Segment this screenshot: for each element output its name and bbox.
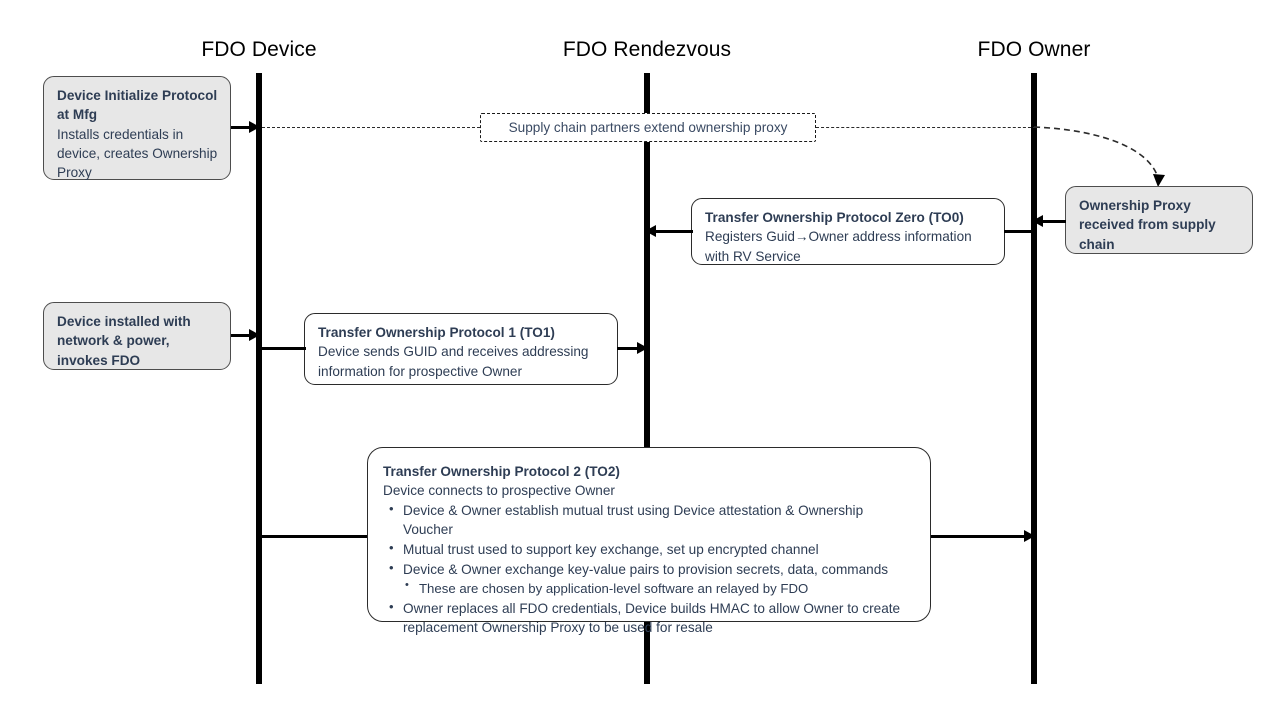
box-to1: Transfer Ownership Protocol 1 (TO1) Devi… [304, 313, 618, 385]
box-to2-title: Transfer Ownership Protocol 2 (TO2) [383, 464, 620, 479]
box-device-initialize-body: Installs credentials in device, creates … [57, 126, 218, 181]
box-to2-sub-bullet-list: These are chosen by application-level so… [383, 578, 916, 598]
box-to2-bullet-4: Owner replaces all FDO credentials, Devi… [383, 598, 916, 638]
box-to1-body: Device sends GUID and receives addressin… [318, 344, 589, 379]
connector-to2-to-owner [928, 535, 1032, 538]
curved-dashed-path [1033, 126, 1159, 179]
connector-to0-to-rendezvous [656, 230, 693, 233]
dashed-device-to-supplychain [262, 127, 480, 128]
lane-title-fdo-device: FDO Device [201, 38, 317, 61]
lane-title-fdo-rendezvous: FDO Rendezvous [562, 38, 732, 61]
box-device-initialize-title: Device Initialize Protocol at Mfg [57, 88, 218, 123]
box-to2-bullet-2: Mutual trust used to support key exchang… [383, 539, 916, 560]
arrow-head-to1-to-rendezvous [637, 341, 648, 354]
lifeline-fdo-rendezvous [644, 73, 650, 684]
box-to2-bullet-list: Device & Owner establish mutual trust us… [383, 500, 916, 638]
box-to0-title: Transfer Ownership Protocol Zero (TO0) [705, 210, 964, 225]
connector-init-to-device [231, 126, 252, 129]
box-device-installed: Device installed with network & power, i… [43, 302, 231, 370]
arrow-head-to0-to-rendezvous [645, 224, 656, 237]
connector-to1-to-rendezvous [617, 347, 644, 350]
arrow-head-to2-to-owner [1024, 529, 1035, 542]
supply-chain-label: Supply chain partners extend ownership p… [508, 120, 788, 135]
box-to2-bullet-1: Device & Owner establish mutual trust us… [383, 500, 916, 540]
arrow-head-installed-to-device [249, 328, 260, 341]
dashed-supplychain-to-owner [816, 127, 1036, 128]
lifeline-fdo-owner [1031, 73, 1037, 684]
box-to2-bullet-3: Device & Owner exchange key-value pairs … [383, 559, 916, 580]
box-to2-sub-bullet-1: These are chosen by application-level so… [383, 578, 916, 598]
box-device-installed-title: Device installed with network & power, i… [57, 314, 191, 368]
connector-device-to-to1 [259, 347, 306, 350]
box-to2-body: Device connects to prospective Owner [383, 483, 615, 499]
box-to0: Transfer Ownership Protocol Zero (TO0) R… [691, 198, 1005, 265]
box-device-initialize-protocol: Device Initialize Protocol at Mfg Instal… [43, 76, 231, 180]
connector-device-to-to2 [259, 535, 369, 538]
connector-ownershipproxy-to-owner [1043, 220, 1066, 223]
lifeline-fdo-device [256, 73, 262, 684]
arrow-head-init-to-device [249, 120, 260, 133]
connector-installed-to-device [231, 334, 252, 337]
box-to2: Transfer Ownership Protocol 2 (TO2) Devi… [367, 447, 931, 635]
box-ownership-proxy-title: Ownership Proxy received from supply cha… [1079, 198, 1216, 252]
box-ownership-proxy-received: Ownership Proxy received from supply cha… [1065, 186, 1253, 254]
connector-to0-to-owner [1004, 230, 1035, 233]
arrow-head-ownershipproxy-to-owner [1032, 214, 1043, 227]
box-to1-title: Transfer Ownership Protocol 1 (TO1) [318, 325, 555, 340]
box-supply-chain-partners: Supply chain partners extend ownership p… [480, 113, 816, 142]
box-to0-body: Registers Guid→Owner address information… [705, 229, 972, 264]
lane-title-fdo-owner: FDO Owner [977, 38, 1091, 61]
